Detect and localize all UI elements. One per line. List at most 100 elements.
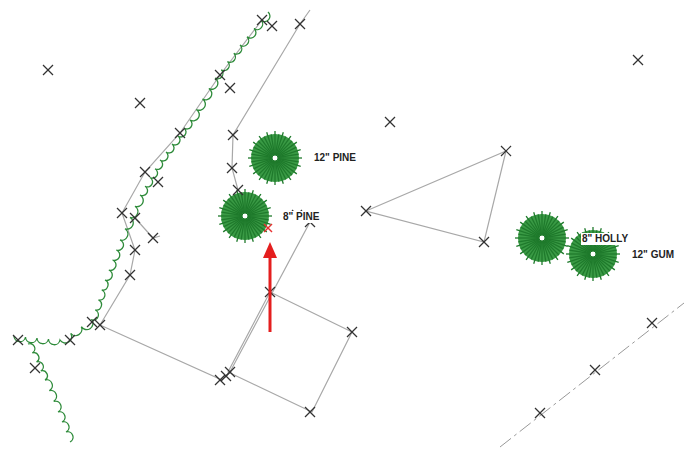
survey-x [267, 21, 277, 31]
tree-stroke [520, 222, 539, 236]
survey-x [148, 233, 158, 243]
survey-x [215, 70, 225, 80]
survey-x [215, 375, 225, 385]
tree-stroke [219, 217, 242, 224]
survey-x [295, 19, 305, 29]
survey-x [140, 167, 150, 177]
survey-x [385, 117, 395, 127]
survey-x [140, 167, 150, 177]
tree-stroke [596, 246, 619, 253]
survey-x [117, 208, 127, 218]
tree-stroke [543, 241, 546, 262]
red-arrow [263, 242, 277, 332]
tree-stroke [248, 208, 271, 215]
survey-x [233, 185, 243, 195]
tree-stroke [569, 255, 590, 258]
survey-x [30, 363, 40, 373]
tree-stroke [277, 136, 291, 155]
survey-x [385, 117, 395, 127]
survey-x [590, 365, 600, 375]
tree-stroke [544, 216, 558, 235]
tree-trunk [590, 251, 596, 257]
tree-stroke [278, 154, 299, 157]
survey-x [13, 335, 23, 345]
tree-stroke [516, 239, 539, 246]
survey-x [228, 130, 238, 140]
survey-x [43, 65, 53, 75]
survey-x [125, 270, 135, 280]
survey-x [135, 98, 145, 108]
survey-x [65, 335, 75, 345]
survey-x [633, 55, 643, 65]
tree-stroke [229, 218, 243, 237]
tree-stroke [545, 234, 566, 237]
survey-x [13, 335, 23, 345]
tree-stroke [259, 160, 273, 179]
tree-label: 8" PINE [282, 211, 320, 223]
tree-stroke [567, 255, 590, 262]
survey-x [225, 83, 235, 93]
survey-x [233, 185, 243, 195]
survey-x [153, 177, 163, 187]
survey-x [221, 371, 231, 381]
survey-x [130, 245, 140, 255]
survey-x [305, 407, 315, 417]
survey-x [347, 327, 357, 337]
tree-label: 12" GUM [631, 249, 675, 261]
survey-x [130, 245, 140, 255]
tree-stroke [267, 132, 274, 155]
tree-stroke [246, 219, 253, 242]
survey-x [305, 407, 315, 417]
tree-stroke [246, 219, 249, 240]
survey-x [130, 213, 140, 223]
survey-x [175, 128, 185, 138]
survey-x [95, 320, 105, 330]
survey-x [501, 146, 511, 156]
dashed-line [500, 303, 684, 447]
tree-stroke [543, 241, 550, 264]
tree-trunk [272, 155, 278, 161]
tree-stroke [276, 161, 283, 184]
survey-x [130, 213, 140, 223]
survey-x [633, 55, 643, 65]
survey-x [501, 146, 511, 156]
survey-x [647, 318, 657, 328]
survey-x [361, 206, 371, 216]
red-mark [264, 224, 272, 232]
tree-stroke [253, 142, 272, 156]
tree-stroke [237, 190, 244, 213]
tree-stroke [247, 194, 261, 213]
survey-x [257, 15, 267, 25]
survey-x [95, 320, 105, 330]
survey-x [175, 128, 185, 138]
tree-stroke [594, 257, 597, 278]
survey-x [221, 371, 231, 381]
survey-x [295, 19, 305, 29]
tree-stroke [276, 161, 279, 182]
tree-stroke [223, 200, 242, 214]
tree-symbols [218, 131, 620, 281]
tree-stroke [248, 212, 269, 215]
survey-x [257, 15, 267, 25]
survey-x [535, 408, 545, 418]
survey-x [65, 335, 75, 345]
property-lines [100, 10, 506, 412]
survey-x [227, 163, 237, 173]
tree-stroke [278, 150, 301, 157]
tree-stroke [271, 134, 274, 155]
tree-stroke [545, 230, 568, 237]
tree-stroke [526, 240, 540, 259]
survey-x [479, 237, 489, 247]
survey-x [215, 70, 225, 80]
survey-x [479, 237, 489, 247]
tree-stroke [241, 192, 244, 213]
tree-stroke [251, 159, 272, 162]
survey-x [267, 21, 277, 31]
survey-x [215, 375, 225, 385]
survey-x [153, 177, 163, 187]
tree-stroke [518, 239, 539, 242]
survey-x [535, 408, 545, 418]
survey-x [361, 206, 371, 216]
